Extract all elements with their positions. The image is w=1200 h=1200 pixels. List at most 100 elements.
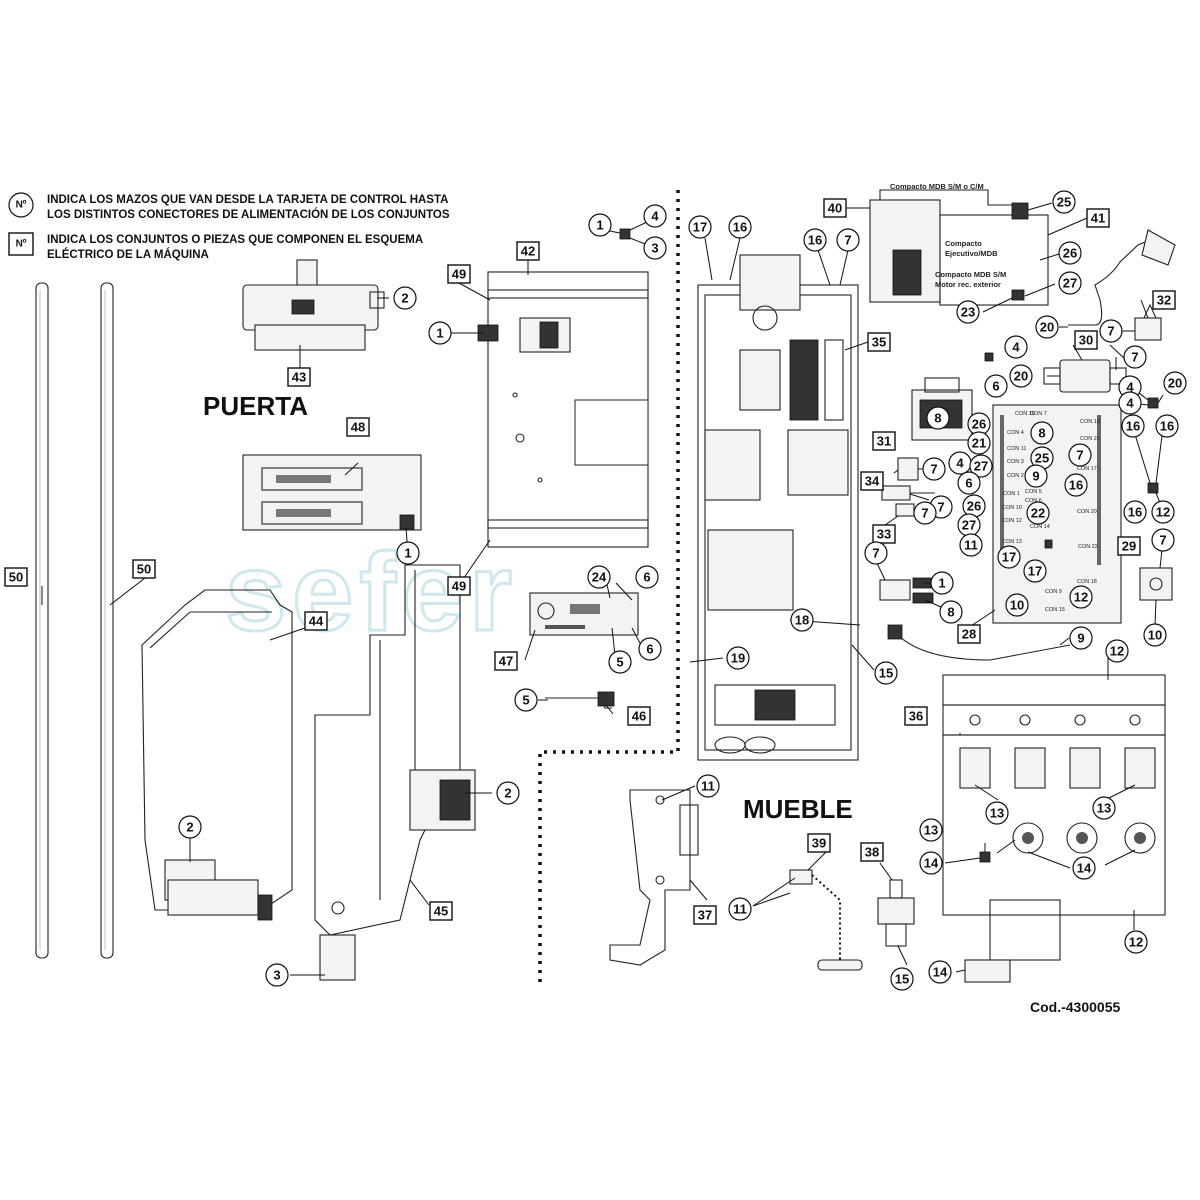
callout-30-label: 30 [1079,333,1093,348]
power-cord [1068,229,1176,326]
callout-1 [588,213,612,237]
callout-12 [1151,500,1175,524]
callout-38 [860,842,884,862]
cup-station-36 [942,674,1166,983]
mains-filter [1043,359,1127,393]
callout-8-label: 8 [947,605,954,620]
callout-29 [1117,536,1141,556]
callout-26 [1058,241,1082,265]
callout-1 [396,541,420,565]
callout-34 [860,471,884,491]
connector-label: CON 4 [1007,430,1024,436]
callout-16 [1123,500,1147,524]
leader-lines [41,202,1164,976]
fluorescent-tube-right [100,282,114,959]
callout-20-label: 20 [1168,376,1182,391]
callout-24 [587,565,611,589]
sensor-cable [887,624,1071,661]
callout-33 [872,524,896,544]
callout-43-label: 43 [292,370,306,385]
control-board: CON 16 CON 7 CON 4 CON 11 CON 3 CON 2 CO… [992,404,1122,624]
callout-26-label: 26 [1063,246,1077,261]
callout-13 [919,818,943,842]
callout-8-label: 8 [934,411,941,426]
callout-10-label: 10 [1010,598,1024,613]
callout-50 [4,567,28,587]
callout-22 [1026,501,1050,525]
callout-12-label: 12 [1110,644,1124,659]
callout-1-label: 1 [404,546,411,561]
callout-16-label: 16 [1069,478,1083,493]
legend-circle-symbol [8,192,34,218]
connector-label: CON 21 [1080,436,1100,442]
callout-39-label: 39 [812,836,826,851]
callout-27-label: 27 [1063,276,1077,291]
callout-7-label: 7 [930,462,937,477]
legend: Nº INDICA LOS MAZOS QUE VAN DESDE LA TAR… [8,192,450,261]
note-motor-line2: Motor rec. exterior [935,280,1001,289]
legend-square-symbol [8,232,34,256]
cabinet-frame [697,254,859,761]
callout-42-label: 42 [521,244,535,259]
callout-2-label: 2 [186,820,193,835]
callout-7-label: 7 [844,233,851,248]
callout-18 [790,608,814,632]
callout-25 [1052,190,1076,214]
callout-11-label: 11 [733,902,747,917]
connector-label: CON 19 [1080,419,1100,425]
callout-13 [985,801,1009,825]
fluorescent-tube-left [35,282,49,959]
pressure-switch-38 [877,879,915,947]
callout-14 [1072,856,1096,880]
callout-7 [1099,319,1123,343]
callout-4-label: 4 [651,209,659,224]
callout-16 [1064,473,1088,497]
connector-label: CON 14 [1030,524,1050,530]
callout-16 [1155,414,1179,438]
callout-20-label: 20 [1040,320,1054,335]
callout-27-label: 27 [962,518,976,533]
legend-circle-line1: INDICA LOS MAZOS QUE VAN DESDE LA TARJET… [47,194,448,206]
callout-12-label: 12 [1129,935,1143,950]
callout-16-label: 16 [1160,419,1174,434]
callout-7-label: 7 [1076,448,1083,463]
callout-4-label: 4 [1012,340,1020,355]
callout-9 [1024,464,1048,488]
controller-box [869,189,1049,306]
callout-6 [638,637,662,661]
callout-45-label: 45 [434,904,448,919]
connector-label: CON 12 [1002,518,1022,524]
callout-19 [726,646,750,670]
connector-label: CON 20 [1077,509,1097,515]
callout-22-label: 22 [1031,506,1045,521]
callout-7-label: 7 [872,546,879,561]
callout-32 [1152,290,1176,310]
section-title-door: PUERTA [203,391,308,421]
display-board [529,592,639,636]
connector-label: CON 10 [1002,505,1022,511]
callout-12-label: 12 [1074,590,1088,605]
callout-10 [1143,623,1167,647]
callout-8 [939,600,963,624]
callout-5 [514,688,538,712]
callout-15 [890,967,914,991]
callout-50-label: 50 [9,570,23,585]
callout-12 [1069,585,1093,609]
callout-15 [874,661,898,685]
callout-23-label: 23 [961,305,975,320]
connector-label: CON 6 [1025,498,1042,504]
connector-label: CON 7 [1030,411,1047,417]
callout-4 [643,204,667,228]
connector-label: CON 22 [1078,544,1098,550]
callout-40-label: 40 [828,201,842,216]
callout-7 [1151,528,1175,552]
callout-28 [957,624,981,644]
callout-28-label: 28 [962,627,976,642]
callout-14-label: 14 [1077,861,1092,876]
note-executive-line1: Compacto [945,239,982,248]
callout-48 [346,417,370,437]
callout-8 [1030,421,1054,445]
callout-6-label: 6 [643,570,650,585]
callout-17-label: 17 [693,220,707,235]
callout-3 [643,236,667,260]
